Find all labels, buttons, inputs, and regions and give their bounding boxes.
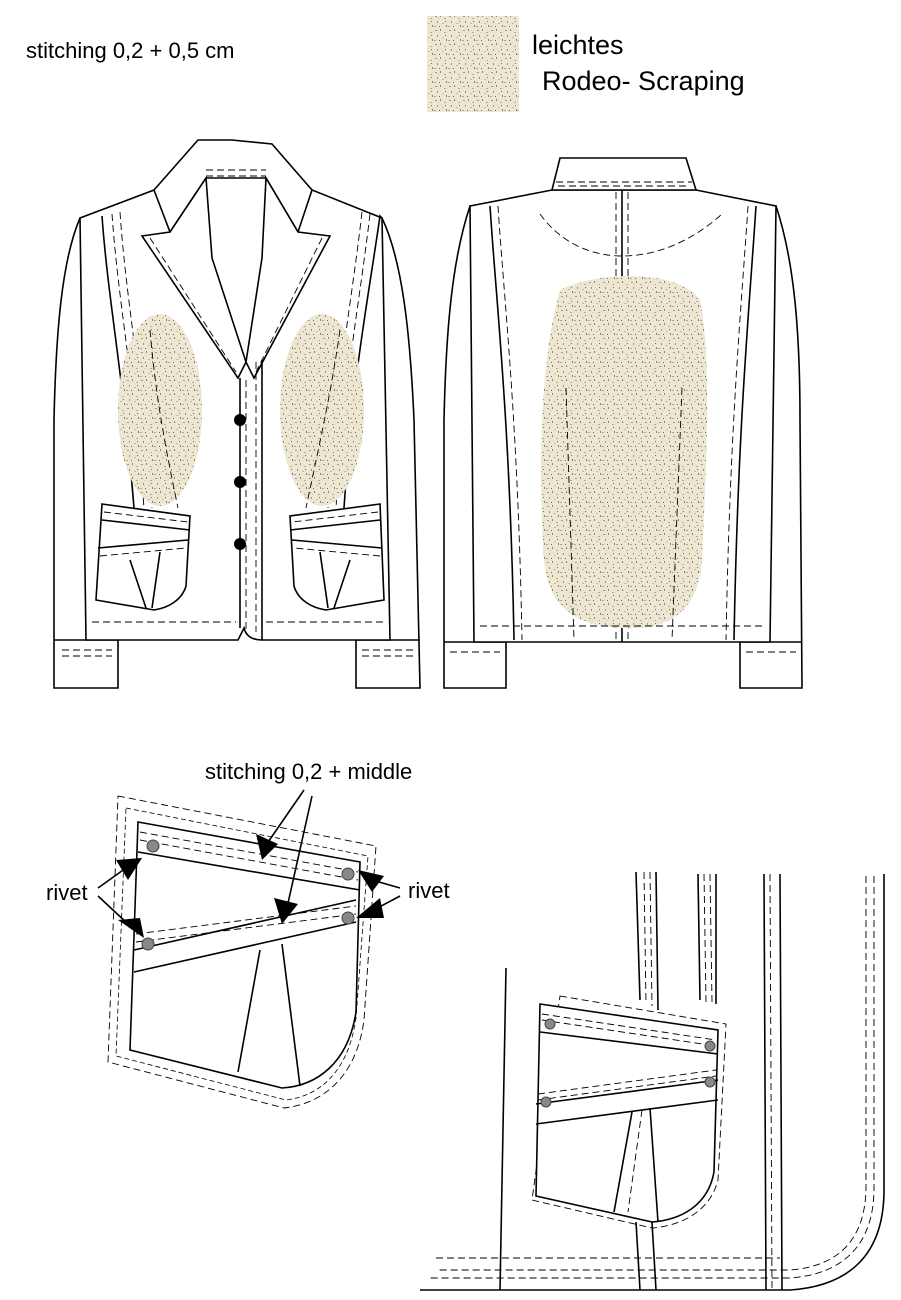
finish-label-line2: Rodeo- Scraping (542, 66, 745, 96)
placement-rivet-1 (544, 1018, 556, 1030)
pocket-detail: stitching 0,2 + middle rivet rivet (46, 759, 450, 1109)
rivet-3 (141, 937, 155, 951)
back-scraping (541, 276, 708, 629)
rivet-arrow-left-1 (116, 858, 142, 880)
rivet-arrow-left-2 (118, 918, 144, 938)
placement-rivet-4 (704, 1076, 716, 1088)
callout-arrow-1 (256, 834, 278, 860)
front-button-1 (234, 414, 246, 426)
front-left-lapel (140, 175, 247, 380)
front-right-lapel (245, 175, 332, 380)
stitching-callout: stitching 0,2 + middle (205, 759, 412, 784)
back-collar (550, 157, 698, 191)
scraping-swatch (427, 16, 519, 112)
rivet-4 (341, 911, 355, 925)
front-left-pocket (95, 503, 191, 611)
jacket-front-view (53, 139, 421, 689)
rivet-label-left: rivet (46, 880, 88, 905)
callout-arrow-2 (274, 898, 298, 924)
placement-rivet-3 (540, 1096, 552, 1108)
jacket-back-view (443, 157, 803, 689)
pocket-placement-detail (420, 871, 885, 1291)
stitching-note: stitching 0,2 + 0,5 cm (26, 38, 235, 63)
finish-label-line1: leichtes (532, 30, 624, 60)
rivet-2 (341, 867, 355, 881)
rivet-1 (146, 839, 160, 853)
rivet-label-right: rivet (408, 878, 450, 903)
front-button-2 (234, 476, 246, 488)
front-right-scraping (280, 314, 364, 506)
front-right-pocket (289, 503, 385, 611)
placement-rivet-2 (704, 1040, 716, 1052)
rivet-arrow-right-1 (358, 870, 384, 892)
front-button-3 (234, 538, 246, 550)
rivet-arrow-right-2 (356, 898, 384, 918)
